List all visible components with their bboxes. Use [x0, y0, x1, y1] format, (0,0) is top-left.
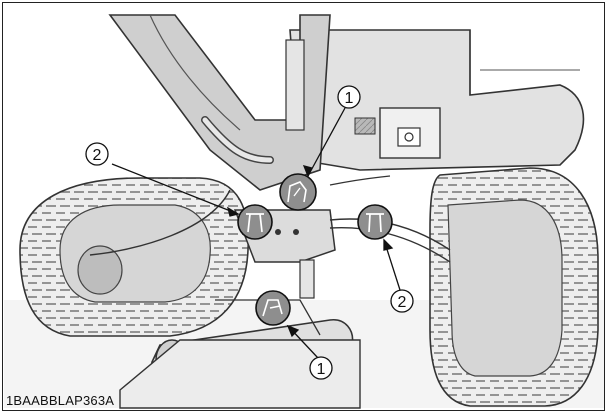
callout-1-lower-label: 1 — [317, 361, 326, 378]
callout-1-lower: 1 — [309, 356, 333, 380]
callout-2-left: 2 — [85, 142, 109, 166]
right-crawler-track — [429, 167, 599, 407]
left-crawler-track — [19, 177, 250, 337]
machine-upper-body — [289, 29, 585, 171]
callout-leaders — [111, 107, 401, 359]
callout-1-upper-label: 1 — [345, 90, 354, 107]
grease-fitting-lower — [255, 290, 291, 326]
callout-1-upper: 1 — [337, 85, 361, 109]
figure-frame — [2, 2, 605, 411]
grease-fitting-right — [357, 204, 393, 240]
dozer-blade — [119, 339, 361, 409]
grease-fitting-left — [237, 204, 273, 240]
boom-arm — [108, 14, 331, 191]
callout-2-right: 2 — [390, 289, 414, 313]
grease-fitting-upper — [279, 173, 317, 211]
callout-2-right-label: 2 — [398, 294, 407, 311]
callout-2-left-label: 2 — [93, 147, 102, 164]
figure-id-label: 1BAABBLAP363A — [6, 393, 115, 408]
